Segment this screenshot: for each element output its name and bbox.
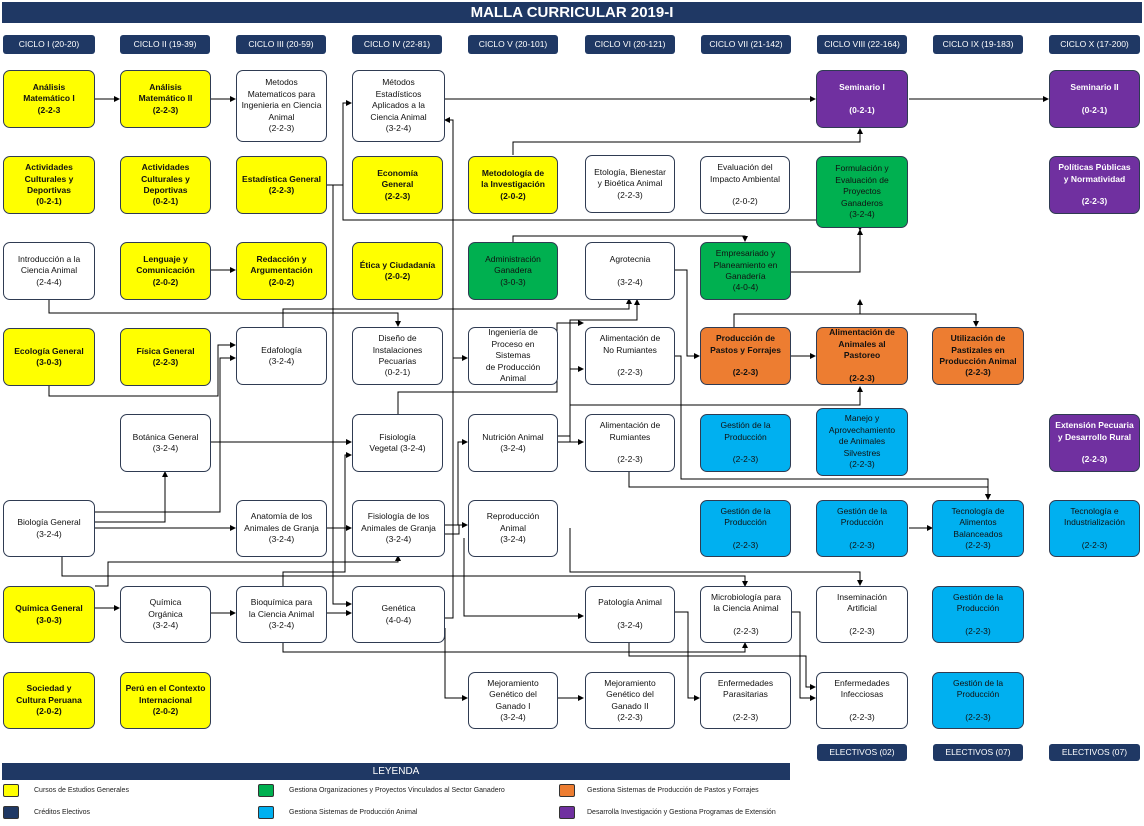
cycle-header: CICLO VII (21-142): [701, 35, 791, 54]
course-card[interactable]: Alimentación de Animales al Pastoreo (2-…: [816, 327, 908, 385]
course-card[interactable]: Seminario I (0-2-1): [816, 70, 908, 128]
course-card[interactable]: Metodología de la Investigación (2-0-2): [468, 156, 558, 214]
course-card[interactable]: Patología Animal (3-2-4): [585, 586, 675, 643]
course-card[interactable]: Perú en el Contexto Internacional (2-0-2…: [120, 672, 211, 729]
course-card[interactable]: Economía General (2-2-3): [352, 156, 443, 214]
course-card[interactable]: Introducción a la Ciencia Animal (2-4-4): [3, 242, 95, 300]
course-card[interactable]: Utilización de Pastizales en Producción …: [932, 327, 1024, 385]
legend-label: Gestiona Sistemas de Producción de Pasto…: [587, 787, 759, 794]
legend-label: Créditos Electivos: [34, 809, 91, 816]
course-card[interactable]: Políticas Públicas y Normatividad (2-2-3…: [1049, 156, 1140, 214]
course-card[interactable]: Extensión Pecuaria y Desarrollo Rural (2…: [1049, 414, 1140, 472]
course-card[interactable]: Análisis Matemático II (2-2-3): [120, 70, 211, 128]
course-card[interactable]: Genética (4-0-4): [352, 586, 445, 643]
course-card[interactable]: Botánica General (3-2-4): [120, 414, 211, 472]
course-card[interactable]: Ética y Ciudadanía (2-0-2): [352, 242, 443, 300]
course-card[interactable]: Análisis Matemático I (2-2-3: [3, 70, 95, 128]
course-card[interactable]: Actividades Culturales y Deportivas (0-2…: [3, 156, 95, 214]
electives-badge: ELECTIVOS (07): [1049, 744, 1140, 761]
course-card[interactable]: Alimentación de Rumiantes (2-2-3): [585, 414, 675, 472]
course-card[interactable]: Química Orgánica (3-2-4): [120, 586, 211, 643]
legend-swatch: [559, 806, 575, 819]
course-card[interactable]: Anatomía de los Animales de Granja (3-2-…: [236, 500, 327, 557]
page-title: MALLA CURRICULAR 2019-I: [2, 2, 1142, 23]
course-card[interactable]: Enfermedades Parasitarias (2-2-3): [700, 672, 791, 729]
course-card[interactable]: Edafología (3-2-4): [236, 327, 327, 385]
course-card[interactable]: Microbiología para la Ciencia Animal (2-…: [700, 586, 792, 643]
course-card[interactable]: Formulación y Evaluación de Proyectos Ga…: [816, 156, 908, 228]
electives-badge: ELECTIVOS (02): [817, 744, 907, 761]
legend-swatch: [258, 784, 274, 797]
course-card[interactable]: Nutrición Animal (3-2-4): [468, 414, 558, 472]
course-card[interactable]: Estadística General (2-2-3): [236, 156, 327, 214]
course-card[interactable]: Producción de Pastos y Forrajes (2-2-3): [700, 327, 791, 385]
legend-label: Desarrolla Investigación y Gestiona Prog…: [587, 809, 776, 816]
course-card[interactable]: Metodos Matematicos para Ingenieria en C…: [236, 70, 327, 142]
course-card[interactable]: Agrotecnia (3-2-4): [585, 242, 675, 300]
course-card[interactable]: Inseminación Artificial (2-2-3): [816, 586, 908, 643]
course-card[interactable]: Reproducción Animal (3-2-4): [468, 500, 558, 557]
course-card[interactable]: Gestión de la Producción (2-2-3): [816, 500, 908, 557]
legend-swatch: [258, 806, 274, 819]
cycle-header: CICLO II (19-39): [120, 35, 210, 54]
cycle-header: CICLO IV (22-81): [352, 35, 442, 54]
cycle-header: CICLO I (20-20): [3, 35, 95, 54]
course-card[interactable]: Administración Ganadera (3-0-3): [468, 242, 558, 300]
legend-swatch: [3, 784, 19, 797]
course-card[interactable]: Etología, Bienestar y Bioética Animal (2…: [585, 155, 675, 213]
course-card[interactable]: Gestión de la Producción (2-2-3): [700, 414, 791, 472]
course-card[interactable]: Mejoramiento Genético del Ganado I (3-2-…: [468, 672, 558, 729]
course-card[interactable]: Fisiología Vegetal (3-2-4): [352, 414, 443, 472]
course-card[interactable]: Química General (3-0-3): [3, 586, 95, 643]
course-card[interactable]: Gestión de la Producción (2-2-3): [932, 672, 1024, 729]
course-card[interactable]: Evaluación del Impacto Ambiental (2-0-2): [700, 156, 790, 214]
course-card[interactable]: Gestión de la Producción (2-2-3): [700, 500, 791, 557]
legend-label: Cursos de Estudios Generales: [34, 787, 129, 794]
legend-label: Gestiona Sistemas de Producción Animal: [289, 809, 418, 816]
course-card[interactable]: Empresariado y Planeamiento en Ganadería…: [700, 242, 791, 300]
legend-label: Gestiona Organizaciones y Proyectos Vinc…: [289, 787, 505, 794]
course-card[interactable]: Alimentación de No Rumiantes (2-2-3): [585, 327, 675, 385]
course-card[interactable]: Física General (2-2-3): [120, 328, 211, 386]
course-card[interactable]: Fisiología de los Animales de Granja (3-…: [352, 500, 445, 557]
course-card[interactable]: Mejoramiento Genético del Ganado II (2-2…: [585, 672, 675, 729]
course-card[interactable]: Seminario II (0-2-1): [1049, 70, 1140, 128]
course-card[interactable]: Tecnología e Industrialización (2-2-3): [1049, 500, 1140, 557]
course-card[interactable]: Biología General (3-2-4): [3, 500, 95, 557]
legend-title: LEYENDA: [2, 763, 790, 780]
cycle-header: CICLO VIII (22-164): [817, 35, 907, 54]
course-card[interactable]: Actividades Culturales y Deportivas (0-2…: [120, 156, 211, 214]
course-card[interactable]: Ingeniería de Proceso en Sistemas de Pro…: [468, 327, 558, 385]
course-card[interactable]: Enfermedades Infecciosas (2-2-3): [816, 672, 908, 729]
cycle-header: CICLO X (17-200): [1049, 35, 1140, 54]
course-card[interactable]: Lenguaje y Comunicación (2-0-2): [120, 242, 211, 300]
course-card[interactable]: Métodos Estadísticos Aplicados a la Cien…: [352, 70, 445, 142]
cycle-header: CICLO V (20-101): [468, 35, 558, 54]
cycle-header: CICLO IX (19-183): [933, 35, 1023, 54]
legend-swatch: [3, 806, 19, 819]
course-card[interactable]: Gestión de la Producción (2-2-3): [932, 586, 1024, 643]
course-card[interactable]: Diseño de Instalaciones Pecuarias (0-2-1…: [352, 327, 443, 385]
legend-swatch: [559, 784, 575, 797]
course-card[interactable]: Manejo y Aprovechamiento de Animales Sil…: [816, 408, 908, 476]
course-card[interactable]: Tecnología de Alimentos Balanceados (2-2…: [932, 500, 1024, 557]
cycle-header: CICLO III (20-59): [236, 35, 326, 54]
electives-badge: ELECTIVOS (07): [933, 744, 1023, 761]
course-card[interactable]: Bioquímica para la Ciencia Animal (3-2-4…: [236, 586, 327, 643]
cycle-header: CICLO VI (20-121): [585, 35, 675, 54]
course-card[interactable]: Redacción y Argumentación (2-0-2): [236, 242, 327, 300]
course-card[interactable]: Sociedad y Cultura Peruana (2-0-2): [3, 672, 95, 729]
course-card[interactable]: Ecología General (3-0-3): [3, 328, 95, 386]
